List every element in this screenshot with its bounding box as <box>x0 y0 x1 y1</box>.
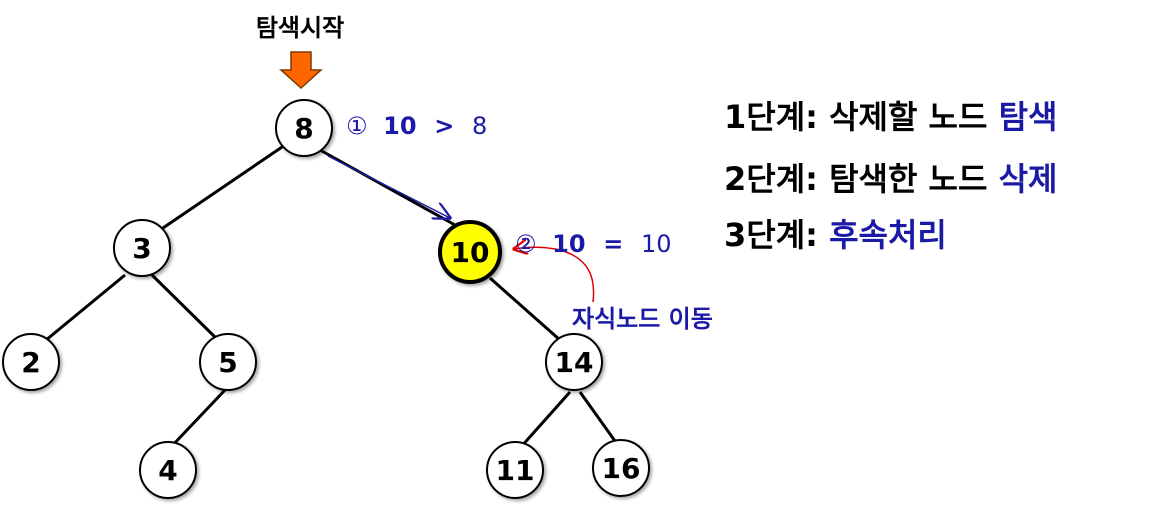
edge-10-14 <box>489 276 561 342</box>
tree-node-highlighted: 10 <box>438 220 502 284</box>
child-move-label: 자식노드 이동 <box>572 305 713 333</box>
edge-3-2 <box>39 273 126 347</box>
node-label: 14 <box>555 346 594 379</box>
comparison-target: 10 <box>641 230 672 258</box>
tree-node: 5 <box>199 333 257 391</box>
node-label: 3 <box>132 232 151 265</box>
step-highlight: 탐색 <box>999 98 1058 136</box>
step-prefix: 2단계: 탐색한 노드 <box>724 160 999 198</box>
edge-14-11 <box>518 391 572 449</box>
step-prefix: 3단계: <box>724 216 829 254</box>
tree-node: 14 <box>545 333 603 391</box>
tree-node: 2 <box>2 333 60 391</box>
node-label: 2 <box>21 346 40 379</box>
node-label: 16 <box>602 452 641 485</box>
comparison-marker: ② <box>515 230 537 258</box>
step-highlight: 삭제 <box>999 160 1058 198</box>
node-label: 10 <box>451 236 490 269</box>
comparison-operator: > <box>434 112 454 140</box>
comparison-operator: = <box>603 230 623 258</box>
step-highlight: 후속처리 <box>829 216 947 254</box>
comparison-2: ② 10 = 10 <box>515 230 672 258</box>
child-move-arrow <box>514 247 595 303</box>
search-start-label: 탐색시작 <box>256 14 344 42</box>
node-label: 5 <box>218 346 237 379</box>
comparison-value: 10 <box>552 230 585 258</box>
tree-node: 8 <box>275 99 333 157</box>
edge-5-4 <box>168 388 227 450</box>
node-label: 4 <box>158 454 177 487</box>
comparison-marker: ① <box>346 112 368 140</box>
step-prefix: 1단계: 삭제할 노드 <box>724 98 999 136</box>
search-path-arrow <box>327 155 450 218</box>
tree-node: 16 <box>592 439 650 497</box>
node-label: 11 <box>496 454 535 487</box>
edge-3-5 <box>150 273 220 342</box>
edge-8-3 <box>159 143 286 232</box>
edge-14-16 <box>578 391 622 449</box>
comparison-1: ① 10 > 8 <box>346 112 487 140</box>
comparison-target: 8 <box>472 112 487 140</box>
tree-nodes: 8 3 10 2 5 14 4 11 <box>2 99 650 499</box>
comparison-value: 10 <box>383 112 416 140</box>
node-label: 8 <box>294 112 313 145</box>
start-arrow-icon <box>279 51 323 90</box>
tree-node: 11 <box>486 441 544 499</box>
step-3: 3단계: 후속처리 <box>724 216 947 254</box>
tree-node: 4 <box>139 441 197 499</box>
tree-edges <box>39 143 622 450</box>
step-1: 1단계: 삭제할 노드 탐색 <box>724 98 1057 136</box>
step-2: 2단계: 탐색한 노드 삭제 <box>724 160 1057 198</box>
edge-8-10 <box>319 148 456 227</box>
tree-node: 3 <box>113 219 171 277</box>
